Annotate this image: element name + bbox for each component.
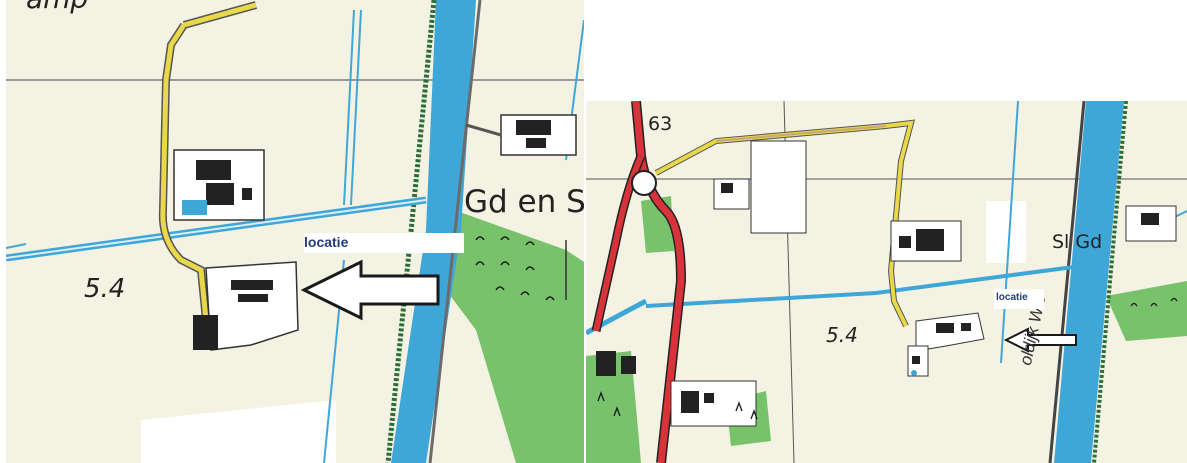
location-arrow xyxy=(1003,327,1077,353)
building xyxy=(621,356,636,374)
white-area-bottom xyxy=(141,400,336,463)
place-label: Sl Gd xyxy=(1052,231,1103,253)
building xyxy=(231,280,273,290)
elevation-label: 5.4 xyxy=(84,274,126,304)
location-label-box: locatie xyxy=(994,289,1044,309)
building xyxy=(516,120,551,135)
building xyxy=(1141,213,1159,225)
forest-area xyxy=(586,351,641,463)
top-label: amp xyxy=(26,0,88,15)
building xyxy=(721,183,733,193)
white-field xyxy=(986,201,1026,263)
route-number: 63 xyxy=(648,113,673,135)
elevation-label: 5.4 xyxy=(826,323,858,347)
location-yard xyxy=(205,261,299,351)
canal xyxy=(1054,101,1124,463)
road xyxy=(160,23,209,321)
forest-area xyxy=(446,210,584,463)
canal-edge-right xyxy=(1092,101,1128,463)
right-map-graphics xyxy=(586,101,1187,463)
location-label: locatie xyxy=(304,234,349,250)
building xyxy=(242,188,252,200)
forest-area xyxy=(1106,281,1187,341)
canal-edge-right xyxy=(428,0,482,463)
tree-symbols xyxy=(597,297,1178,420)
left-map-graphics xyxy=(6,0,584,463)
right-map-panel[interactable]: 63 5.4 Sl Gd oldijk WZ locatie xyxy=(586,101,1187,463)
location-label-box: locatie xyxy=(304,233,464,253)
building xyxy=(912,356,920,364)
location-arrow xyxy=(300,259,440,321)
building xyxy=(526,138,546,148)
farmyard xyxy=(1125,205,1177,242)
canal xyxy=(391,0,476,463)
canal-edge xyxy=(1048,101,1086,463)
place-label: Gd en Sl xyxy=(464,184,584,220)
building xyxy=(936,323,954,333)
building xyxy=(206,183,234,205)
canal-edge xyxy=(385,0,437,463)
ditch xyxy=(1000,101,1019,364)
building xyxy=(704,393,714,403)
building xyxy=(916,229,944,251)
building xyxy=(681,391,699,413)
building xyxy=(961,323,971,331)
building xyxy=(596,351,616,376)
left-map-panel[interactable]: amp 5.4 Gd en Sl locatie xyxy=(6,0,584,463)
building xyxy=(196,160,231,180)
location-label: locatie xyxy=(996,292,1028,303)
ditch xyxy=(343,9,355,206)
roundabout xyxy=(631,170,657,196)
white-field xyxy=(750,140,807,234)
pond xyxy=(182,200,207,215)
building xyxy=(238,294,268,302)
building xyxy=(193,315,218,350)
building xyxy=(899,236,911,248)
tree-symbols xyxy=(475,236,555,301)
